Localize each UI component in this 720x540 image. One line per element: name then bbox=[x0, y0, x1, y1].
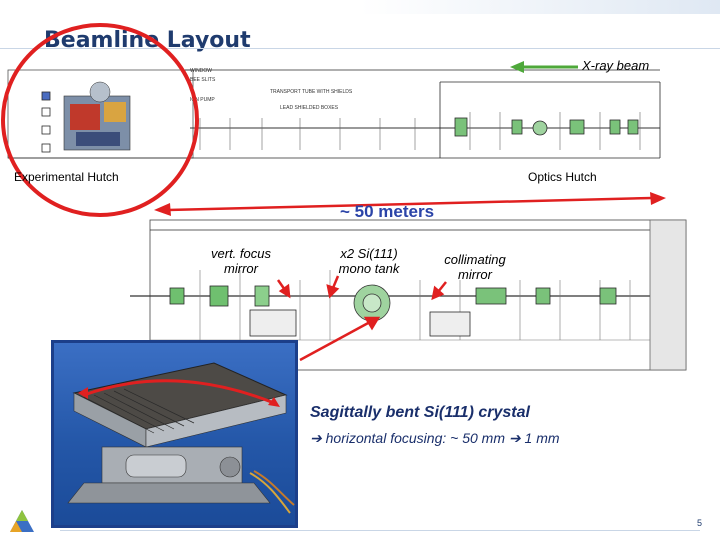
focusing-text: horizontal focusing: ~ 50 mm bbox=[325, 430, 505, 446]
callout-bee-slits: BEE SLITS bbox=[190, 77, 216, 83]
optics-hutch-label: Optics Hutch bbox=[528, 170, 597, 184]
distance-arrow bbox=[154, 192, 666, 216]
highlight-circle bbox=[1, 23, 199, 217]
callout-lead-boxes: LEAD SHIELDED BOXES bbox=[280, 105, 339, 111]
optics-hutch-drawing bbox=[130, 219, 687, 371]
focusing-end: 1 mm bbox=[524, 430, 560, 446]
title-divider bbox=[0, 48, 720, 49]
annotation-arrows bbox=[276, 275, 447, 362]
crystal-illustration bbox=[67, 362, 295, 514]
crystal-subtitle: ➔ horizontal focusing: ~ 50 mm ➔ 1 mm bbox=[310, 430, 560, 447]
distance-label: ~ 50 meters bbox=[340, 202, 435, 221]
beam-label: X-ray beam bbox=[582, 58, 650, 73]
callout-window: WINDOW bbox=[190, 68, 212, 74]
right-arrow-icon: ➔ bbox=[310, 430, 322, 446]
right-arrow-icon: ➔ bbox=[508, 430, 521, 446]
crystal-photo bbox=[51, 340, 298, 528]
logo-icon bbox=[10, 510, 34, 532]
drawing-callouts: WINDOW BEE SLITS ION PUMP TRANSPORT TUBE… bbox=[190, 68, 353, 111]
footer-divider bbox=[60, 530, 700, 531]
collimating-mirror-label: collimating mirror bbox=[444, 252, 506, 282]
mono-tank-label: x2 Si(111) mono tank bbox=[338, 246, 400, 276]
overall-layout-drawing bbox=[7, 69, 661, 159]
header-band bbox=[360, 0, 720, 14]
page-number: 5 bbox=[697, 518, 703, 528]
bend-arrow bbox=[83, 379, 275, 405]
experimental-station-icon bbox=[63, 81, 131, 151]
experimental-hutch-label: Experimental Hutch bbox=[14, 170, 119, 184]
beam-direction-arrow bbox=[510, 61, 578, 73]
callout-ion-pump: ION PUMP bbox=[190, 97, 215, 103]
vert-focus-mirror-label: vert. focus mirror bbox=[211, 246, 271, 276]
callout-transport-tube: TRANSPORT TUBE WITH SHIELDS bbox=[270, 89, 353, 95]
crystal-title: Sagittally bent Si(111) crystal bbox=[310, 404, 530, 421]
